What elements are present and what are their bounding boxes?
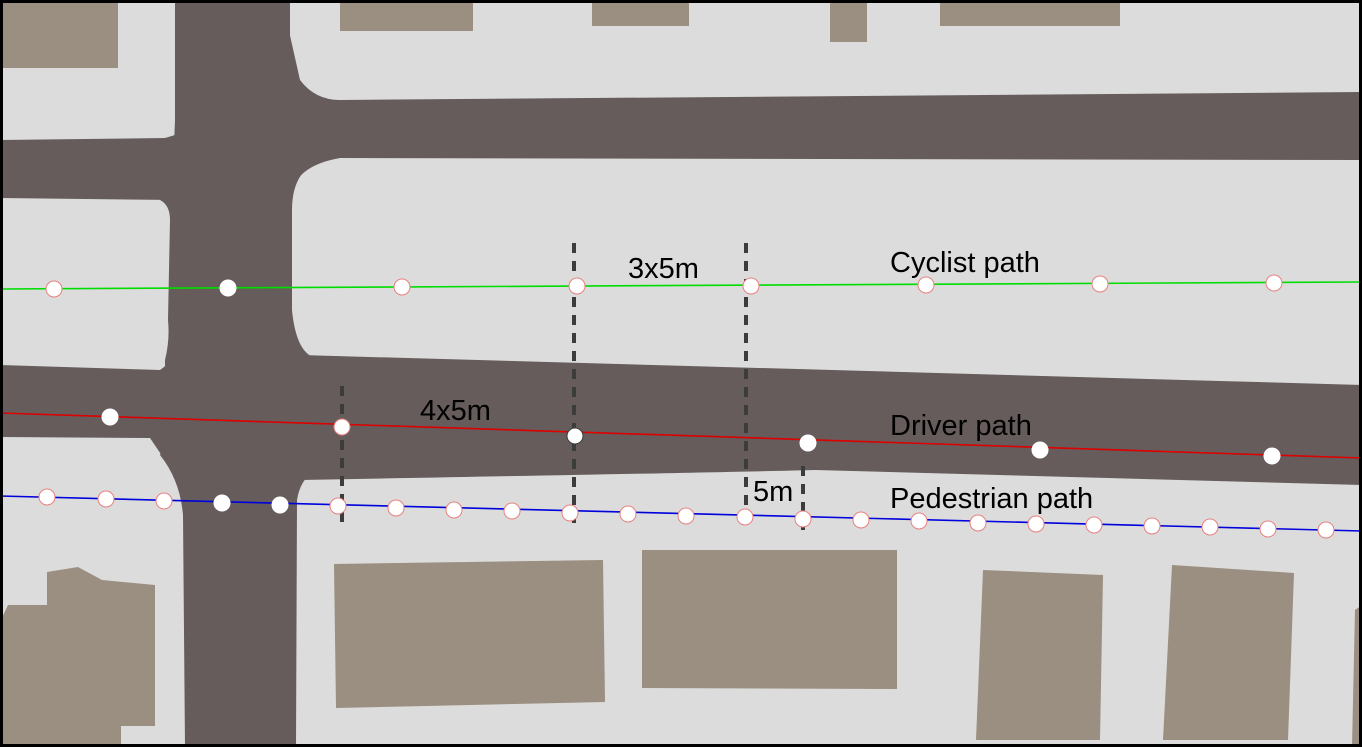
driver-sample-points (101, 408, 1281, 465)
sample-point-marker (1027, 515, 1045, 533)
sample-point-marker (219, 279, 237, 297)
building (940, 0, 1120, 26)
sample-point-marker (910, 512, 928, 530)
sample-point-marker (1085, 516, 1103, 534)
sample-point-marker (917, 276, 935, 294)
driver-path-label: Driver path (890, 410, 1032, 442)
sample-point-marker (45, 280, 63, 298)
building (0, 0, 118, 68)
sample-point-marker (561, 504, 579, 522)
sample-point-marker (329, 497, 347, 515)
cyclist-path-label: Cyclist path (890, 247, 1040, 279)
sample-point-marker (387, 499, 405, 517)
sample-point-marker (794, 510, 812, 528)
sample-point-marker (568, 277, 586, 295)
sample-point-marker (1317, 521, 1335, 539)
sample-point-marker (155, 492, 173, 510)
dimension-lines (340, 243, 805, 530)
sample-point-marker (566, 427, 584, 445)
driver-path-line (0, 412, 1362, 459)
driver-spacing-label: 4x5m (420, 395, 491, 427)
sample-point-marker (742, 277, 760, 295)
pedestrian-spacing-label: 5m (753, 476, 793, 508)
sample-point-marker (38, 488, 56, 506)
building (976, 570, 1103, 740)
building (830, 0, 867, 42)
sample-point-marker (97, 490, 115, 508)
sample-point-marker (1259, 520, 1277, 538)
building (340, 0, 473, 31)
road-north (0, 0, 1362, 200)
sample-point-marker (213, 494, 231, 512)
sample-point-marker (1091, 275, 1109, 293)
sample-point-marker (445, 501, 463, 519)
sample-point-marker (393, 278, 411, 296)
building (1163, 565, 1294, 740)
cyclist-sample-points (45, 274, 1283, 298)
pedestrian-sample-points (38, 488, 1335, 539)
sample-point-marker (271, 496, 289, 514)
sample-point-marker (101, 408, 119, 426)
building (592, 0, 689, 26)
cyclist-spacing-label: 3x5m (628, 253, 699, 285)
sample-point-marker (736, 508, 754, 526)
sample-point-marker (1031, 441, 1049, 459)
sample-point-marker (969, 514, 987, 532)
sample-point-marker (1263, 447, 1281, 465)
sample-point-marker (333, 418, 351, 436)
sample-point-marker (619, 505, 637, 523)
sample-point-marker (677, 507, 695, 525)
pedestrian-path-label: Pedestrian path (890, 483, 1093, 515)
sample-point-marker (503, 502, 521, 520)
sample-point-marker (1143, 517, 1161, 535)
sample-point-marker (1201, 518, 1219, 536)
sample-point-marker (799, 434, 817, 452)
building (642, 550, 897, 689)
sample-point-marker (852, 511, 870, 529)
sample-point-marker (1265, 274, 1283, 292)
building (334, 560, 605, 708)
building (0, 567, 155, 747)
